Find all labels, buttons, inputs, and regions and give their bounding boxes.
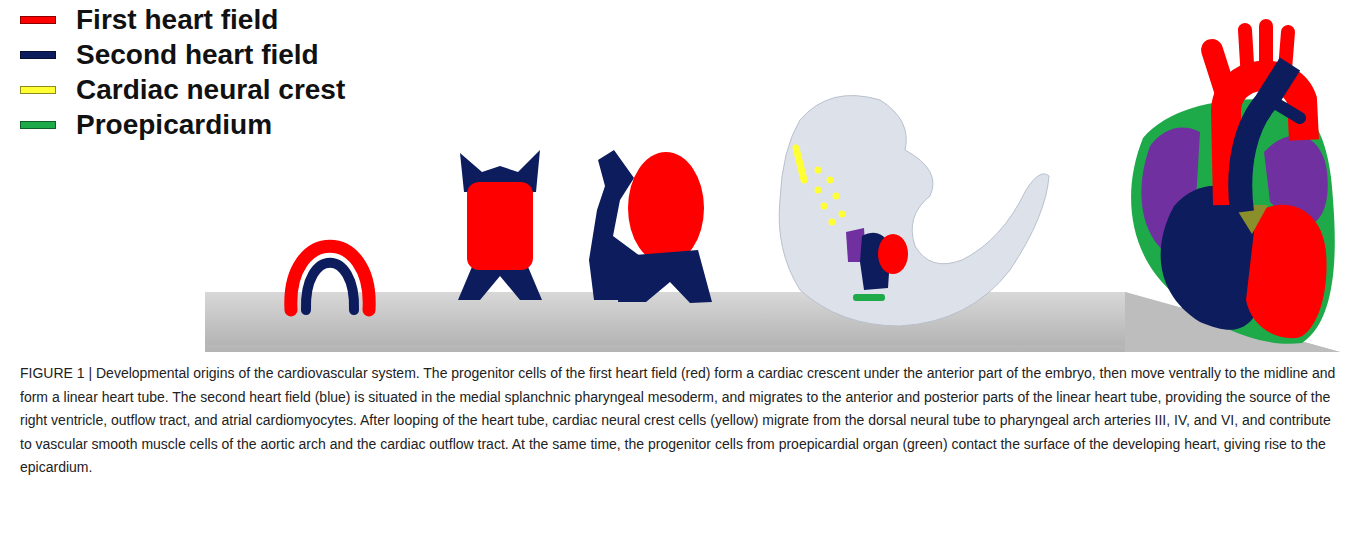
- crest-cell: [839, 211, 846, 218]
- neural-crest-cells: [815, 167, 846, 226]
- embryo-body: [779, 96, 1049, 327]
- legend-entry: Second heart field: [20, 37, 345, 72]
- legend: First heart fieldSecond heart fieldCardi…: [20, 2, 345, 142]
- linear-heart-tube: [458, 150, 542, 300]
- legend-entry: First heart field: [20, 2, 345, 37]
- time-arrow-base: [205, 292, 1125, 345]
- figure-caption: FIGURE 1 | Developmental origins of the …: [20, 362, 1342, 480]
- legend-label: First heart field: [76, 4, 278, 36]
- cardiac-crescent: [291, 246, 369, 310]
- crest-cell: [815, 167, 822, 174]
- legend-swatch: [20, 16, 56, 24]
- crescent-fhf: [291, 246, 369, 310]
- legend-label: Proepicardium: [76, 109, 272, 141]
- pulmonary-branch: [1270, 100, 1300, 118]
- embryo-fhf: [878, 234, 908, 274]
- crest-cell: [815, 187, 822, 194]
- looping-heart: [589, 150, 712, 303]
- embryo: [779, 96, 1049, 327]
- pulmonary-trunk: [1240, 64, 1290, 212]
- legend-swatch: [20, 121, 56, 129]
- crest-cell: [821, 203, 828, 210]
- legend-swatch: [20, 51, 56, 59]
- legend-entry: Cardiac neural crest: [20, 72, 345, 107]
- left-ventricle: [1246, 205, 1327, 338]
- loop-fhf: [628, 152, 704, 264]
- crest-cell: [829, 219, 836, 226]
- crescent-shf: [306, 263, 354, 310]
- loop-shf-inflow: [618, 250, 712, 303]
- tube-fhf: [467, 182, 533, 270]
- embryo-proepicardium: [853, 294, 885, 301]
- crest-cell: [827, 177, 834, 184]
- crest-cell: [833, 193, 840, 200]
- legend-label: Second heart field: [76, 39, 319, 71]
- legend-entry: Proepicardium: [20, 107, 345, 142]
- legend-swatch: [20, 86, 56, 94]
- legend-label: Cardiac neural crest: [76, 74, 345, 106]
- mature-heart: [1131, 26, 1335, 344]
- neural-tube-crest: [796, 148, 804, 180]
